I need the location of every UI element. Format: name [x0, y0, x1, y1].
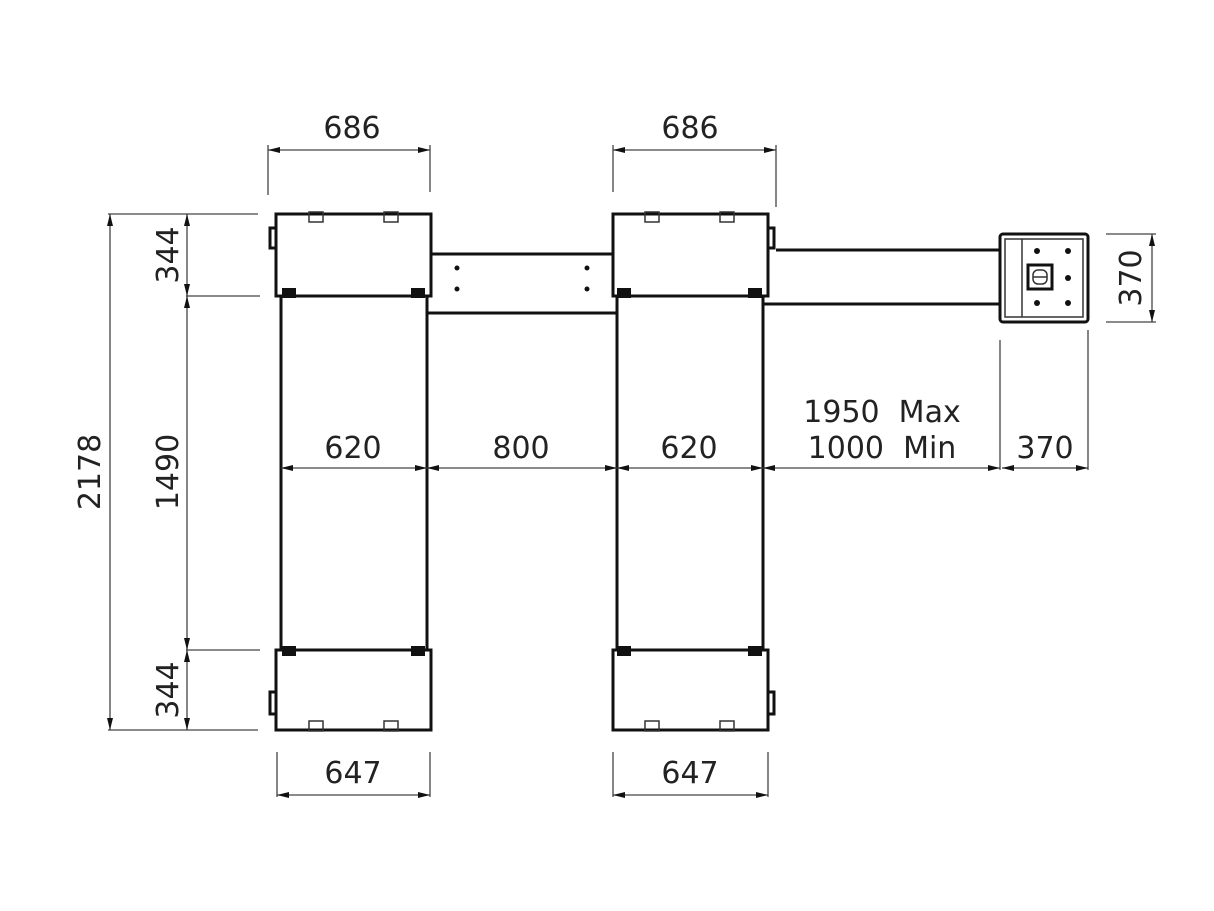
dim-console-depth: 370	[1106, 233, 1156, 323]
dim-top-left: 686	[267, 111, 431, 195]
dim-bottom-left: 647	[276, 752, 431, 798]
dim-label: 686	[323, 111, 380, 146]
console-switch-icon	[1026, 263, 1054, 291]
control-console	[998, 232, 1090, 324]
left-runway-deck	[279, 294, 429, 652]
dim-label: 800	[492, 431, 549, 466]
dim-label: 2178	[73, 434, 108, 510]
console-arm	[763, 248, 1000, 306]
dim-label: 686	[661, 111, 718, 146]
left-bottom-handle-icon	[268, 690, 276, 716]
dim-label: 370	[1016, 431, 1073, 466]
left-top-handle-icon	[268, 226, 276, 250]
dim-label: 620	[324, 431, 381, 466]
dim-label: 620	[660, 431, 717, 466]
dim-label: 370	[1114, 249, 1149, 306]
dim-label-max: 1950 Max	[803, 395, 960, 430]
right-top-end-block	[611, 212, 770, 298]
dim-label-min: 1000 Min	[808, 431, 957, 466]
cross-beam	[427, 252, 617, 315]
right-bottom-end-block	[611, 648, 770, 732]
right-top-handle-icon	[768, 226, 776, 250]
right-bottom-handle-icon	[768, 690, 776, 716]
dim-horizontal-chain: 620 800 620 1950 Max 1000 Min 370	[281, 330, 1089, 471]
dim-segment-lengths: 344 1490 344	[151, 214, 260, 730]
dim-label: 647	[661, 756, 718, 791]
left-runway	[268, 211, 433, 732]
left-top-end-block	[274, 212, 433, 298]
dim-label: 1490	[151, 434, 186, 510]
right-runway	[611, 211, 776, 732]
right-runway-deck	[615, 294, 765, 652]
dim-overall-length: 2178	[73, 213, 258, 731]
dim-label: 344	[151, 661, 186, 718]
dim-label: 344	[151, 226, 186, 283]
dim-label: 647	[324, 756, 381, 791]
dim-bottom-right: 647	[612, 752, 769, 798]
dim-top-right: 686	[612, 111, 777, 207]
left-bottom-end-block	[274, 648, 433, 732]
